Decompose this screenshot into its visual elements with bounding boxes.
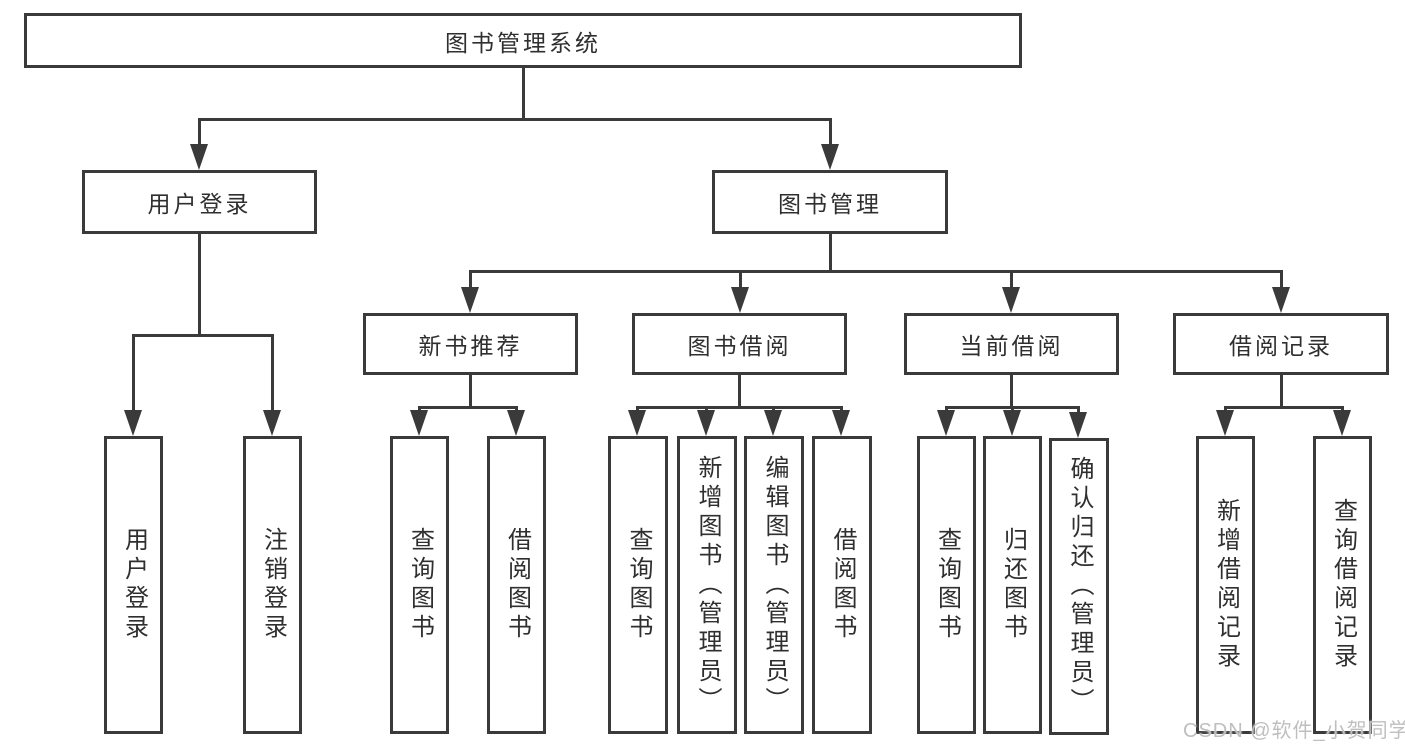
connector-line bbox=[469, 375, 472, 409]
leaf-records-add-record: 新增借阅记录 bbox=[1196, 436, 1255, 734]
arrow-down-icon bbox=[821, 144, 839, 170]
arrow-down-icon bbox=[1333, 410, 1351, 436]
connector-line bbox=[1010, 375, 1013, 409]
node-label: 图书管理 bbox=[778, 191, 882, 217]
connector-line bbox=[418, 406, 518, 409]
arrow-down-icon bbox=[697, 410, 715, 436]
connector-line bbox=[739, 270, 742, 290]
arrow-down-icon bbox=[832, 410, 850, 436]
connector-line bbox=[198, 118, 832, 121]
connector-line bbox=[522, 66, 525, 120]
node-label: 查询图书 bbox=[933, 527, 961, 643]
connector-line bbox=[1077, 406, 1080, 414]
arrow-down-icon bbox=[937, 410, 955, 436]
node-label: 当前借阅 bbox=[959, 333, 1064, 359]
node-label: 用户登录 bbox=[147, 191, 252, 217]
connector-line bbox=[1010, 270, 1013, 290]
node-label: 注销登录 bbox=[259, 527, 287, 643]
leaf-borrowing-add-books-admin: 新增图书（管理员） bbox=[677, 436, 737, 734]
connector-line bbox=[469, 270, 1282, 273]
node-label: 新增图书（管理员） bbox=[694, 454, 721, 716]
arrow-down-icon bbox=[1069, 412, 1087, 438]
arrow-down-icon bbox=[190, 144, 208, 170]
leaf-logout: 注销登录 bbox=[243, 436, 302, 734]
connector-line bbox=[132, 334, 274, 337]
connector-line bbox=[198, 234, 201, 337]
node-borrowing-records: 借阅记录 bbox=[1173, 313, 1389, 375]
arrow-down-icon bbox=[1003, 410, 1021, 436]
node-label: 图书管理系统 bbox=[445, 29, 601, 56]
connector-line bbox=[1280, 375, 1283, 409]
arrow-down-icon bbox=[1272, 287, 1290, 313]
leaf-borrowing-query-books: 查询图书 bbox=[608, 436, 668, 734]
leaf-borrowing-edit-books-admin: 编辑图书（管理员） bbox=[744, 436, 804, 734]
node-current-borrowing: 当前借阅 bbox=[904, 313, 1119, 375]
connector-line bbox=[1280, 270, 1283, 290]
node-user-login: 用户登录 bbox=[82, 170, 317, 234]
node-label: 编辑图书（管理员） bbox=[761, 454, 788, 716]
arrow-down-icon bbox=[628, 410, 646, 436]
connector-line bbox=[132, 334, 135, 413]
connector-line bbox=[738, 375, 741, 409]
leaf-user-login: 用户登录 bbox=[104, 436, 163, 734]
arrow-down-icon bbox=[507, 410, 525, 436]
node-label: 借阅图书 bbox=[503, 527, 531, 643]
leaf-recommend-query-books: 查询图书 bbox=[390, 436, 449, 734]
arrow-down-icon bbox=[764, 410, 782, 436]
node-label: 归还图书 bbox=[999, 527, 1027, 643]
arrow-down-icon bbox=[124, 410, 142, 436]
connector-line bbox=[271, 334, 274, 413]
node-label: 查询图书 bbox=[625, 527, 652, 643]
node-label: 查询借阅记录 bbox=[1329, 498, 1357, 672]
leaf-records-query-record: 查询借阅记录 bbox=[1313, 436, 1372, 734]
watermark: CSDN @软件_小贺同学 bbox=[1183, 720, 1405, 742]
connector-line bbox=[1224, 406, 1344, 409]
node-book-management: 图书管理 bbox=[712, 170, 948, 234]
node-label: 新书推荐 bbox=[418, 333, 523, 359]
leaf-current-confirm-return-admin: 确认归还（管理员） bbox=[1049, 438, 1109, 735]
node-label: 新增借阅记录 bbox=[1212, 498, 1240, 672]
arrow-down-icon bbox=[410, 410, 428, 436]
node-new-book-recommend: 新书推荐 bbox=[363, 313, 578, 375]
node-label: 借阅图书 bbox=[829, 527, 856, 643]
node-label: 确认归还（管理员） bbox=[1066, 456, 1093, 717]
connector-line bbox=[636, 406, 842, 409]
node-label: 图书借阅 bbox=[687, 333, 792, 359]
connector-line bbox=[469, 270, 472, 290]
node-label: 查询图书 bbox=[406, 527, 434, 643]
connector-line bbox=[829, 118, 832, 148]
arrow-down-icon bbox=[1216, 410, 1234, 436]
arrow-down-icon bbox=[1002, 287, 1020, 313]
connector-line bbox=[198, 118, 201, 148]
arrow-down-icon bbox=[263, 410, 281, 436]
leaf-current-return-books: 归还图书 bbox=[983, 436, 1042, 734]
leaf-borrowing-borrow-books: 借阅图书 bbox=[812, 436, 872, 734]
connector-line bbox=[829, 234, 832, 273]
node-root-library-management-system: 图书管理系统 bbox=[24, 13, 1022, 68]
arrow-down-icon bbox=[731, 287, 749, 313]
arrow-down-icon bbox=[461, 287, 479, 313]
node-label: 借阅记录 bbox=[1229, 333, 1333, 359]
leaf-current-query-books: 查询图书 bbox=[917, 436, 976, 734]
node-label: 用户登录 bbox=[120, 527, 148, 643]
node-book-borrowing: 图书借阅 bbox=[632, 313, 847, 375]
leaf-recommend-borrow-books: 借阅图书 bbox=[487, 436, 546, 734]
